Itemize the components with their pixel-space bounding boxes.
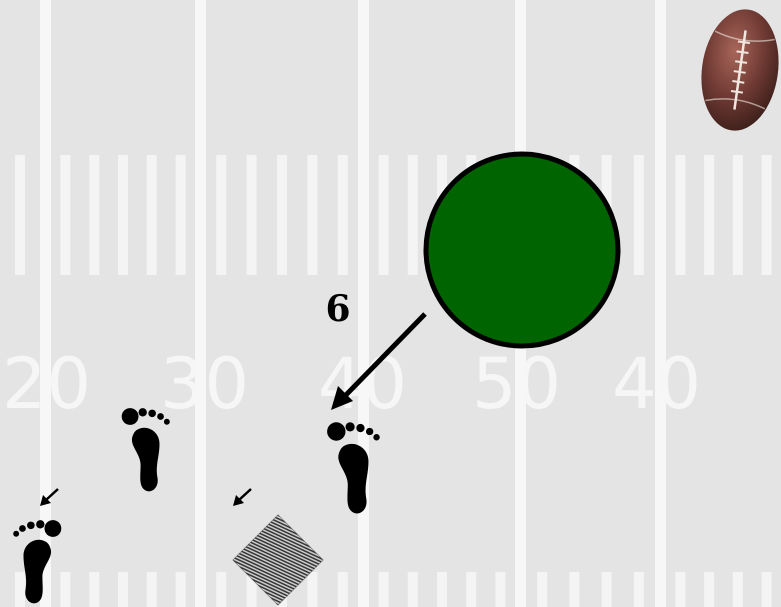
hash-mark [216,572,226,607]
hash-mark [147,155,157,275]
yard-number: 50 [472,343,561,425]
hash-mark [704,155,714,275]
yard-number: 20 [2,343,91,425]
hash-mark [89,155,99,275]
yard-number: 40 [318,343,407,425]
hash-mark [176,572,186,607]
hash-mark [408,572,418,607]
hash-mark [118,572,128,607]
hash-mark [634,155,644,275]
hash-mark [466,572,476,607]
hash-mark [307,155,317,275]
yard-line [40,0,51,607]
hash-mark [89,572,99,607]
hash-mark [277,155,287,275]
route-label: 6 [325,288,350,330]
hash-mark [147,572,157,607]
player-circle[interactable] [426,154,618,346]
yard-number: 40 [612,343,701,425]
hash-mark [537,572,547,607]
hash-mark [338,155,348,275]
yard-number: 30 [160,343,249,425]
hash-mark [733,572,743,607]
hash-mark [176,155,186,275]
hash-mark [733,155,743,275]
hash-mark [762,155,772,275]
hash-mark [15,155,25,275]
hash-mark [379,572,389,607]
hash-mark [675,155,685,275]
hash-mark [408,155,418,275]
hash-mark [704,572,714,607]
hash-mark [60,155,70,275]
hash-mark [216,155,226,275]
hash-mark [495,572,505,607]
hash-mark [675,572,685,607]
yard-line [655,0,666,607]
hash-mark [379,155,389,275]
hash-mark [15,572,25,607]
hash-mark [60,572,70,607]
hash-mark [338,572,348,607]
hash-mark [762,572,772,607]
hash-mark [118,155,128,275]
yard-line [358,0,369,607]
hash-mark [602,572,612,607]
hash-mark [247,155,257,275]
hash-mark [437,572,447,607]
hash-mark [569,572,579,607]
hash-mark [634,572,644,607]
hash-mark [307,572,317,607]
yard-line [195,0,206,607]
